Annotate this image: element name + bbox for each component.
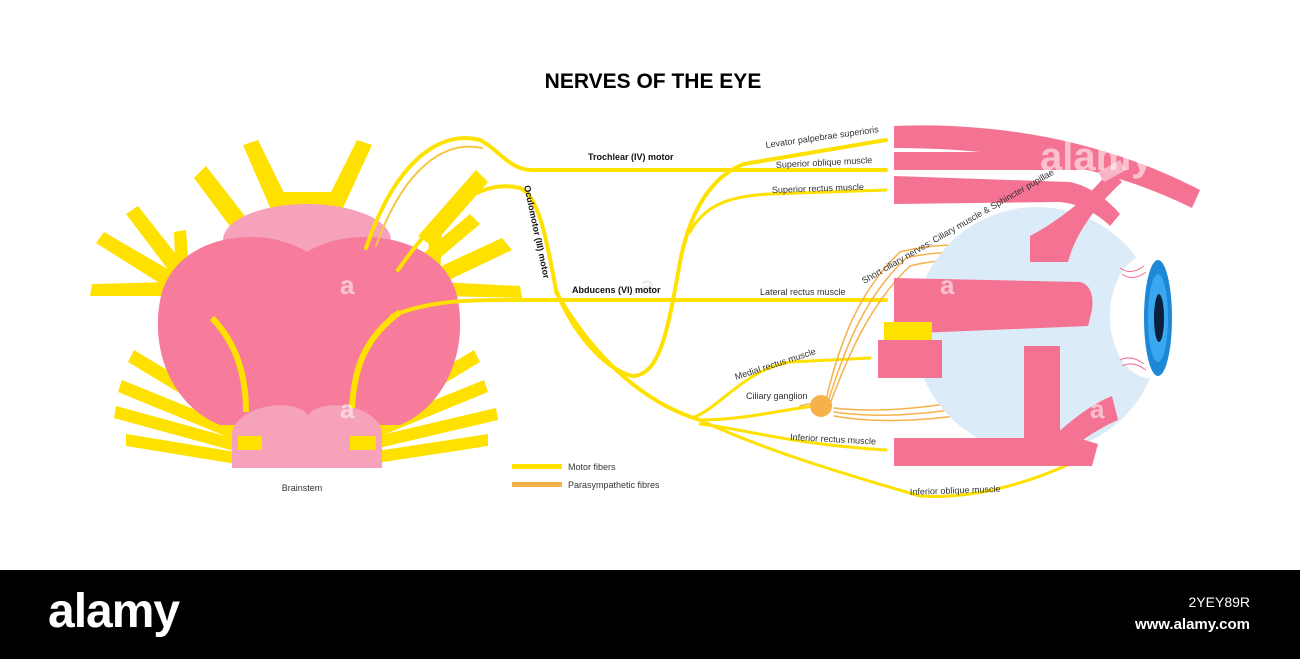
abducens-label: Abducens (VI) motor bbox=[572, 285, 661, 295]
legend-swatch-motor bbox=[512, 464, 562, 469]
superior-oblique-muscle bbox=[894, 152, 1090, 170]
superior-rectus-muscle bbox=[894, 176, 1120, 226]
oculomotor-label: Oculomotor (III) motor bbox=[522, 184, 552, 279]
optic-nerve-stub bbox=[884, 322, 932, 344]
brainstem-illustration bbox=[90, 140, 522, 468]
legend-swatch-parasympathetic bbox=[512, 482, 562, 487]
lateral-rectus-label: Lateral rectus muscle bbox=[760, 287, 846, 297]
medial-rectus-label: Medial rectus muscle bbox=[734, 346, 817, 382]
legend-label-motor: Motor fibers bbox=[568, 462, 616, 472]
trochlear-label: Trochlear (IV) motor bbox=[588, 152, 674, 162]
brainstem-label: Brainstem bbox=[282, 483, 323, 493]
stock-watermarks: alamy a a a a a bbox=[340, 135, 1154, 424]
svg-text:a: a bbox=[940, 270, 955, 300]
inferior-oblique-nerve bbox=[698, 418, 1076, 498]
svg-text:a: a bbox=[640, 270, 655, 300]
svg-text:a: a bbox=[340, 270, 355, 300]
footer-url-link[interactable]: www.alamy.com bbox=[1134, 616, 1250, 633]
inferior-rectus-label: Inferior rectus muscle bbox=[790, 432, 876, 446]
superior-oblique-tendon bbox=[1030, 170, 1122, 262]
inferior-oblique-muscle bbox=[1046, 396, 1118, 454]
medial-rectus-muscle bbox=[878, 340, 942, 378]
abducens-nerve bbox=[390, 298, 888, 318]
legend-label-parasympathetic: Parasympathetic fibres bbox=[568, 480, 660, 490]
svg-text:a: a bbox=[1090, 394, 1105, 424]
eyeball bbox=[914, 207, 1160, 453]
trochlear-nerve bbox=[364, 136, 888, 250]
levator-palpebrae-muscle bbox=[894, 125, 1200, 208]
oculomotor-nerve bbox=[396, 138, 888, 379]
pupil bbox=[1154, 294, 1164, 342]
nerve-pathways bbox=[364, 136, 1117, 498]
alamy-logo[interactable]: alamy bbox=[48, 585, 180, 638]
lateral-rectus-muscle bbox=[894, 278, 1093, 334]
brainstem-lower-lobes bbox=[232, 405, 382, 468]
ciliary-ganglion-label: Ciliary ganglion bbox=[746, 391, 808, 401]
brainstem-main-lobes bbox=[157, 236, 461, 425]
inferior-rectus-muscle bbox=[894, 346, 1098, 466]
eye-illustration bbox=[878, 125, 1200, 466]
svg-text:alamy: alamy bbox=[1040, 135, 1154, 179]
levator-label: Levator palpebrae superioris bbox=[765, 124, 880, 150]
svg-text:a: a bbox=[340, 394, 355, 424]
ciliary-ganglion bbox=[810, 395, 832, 417]
nerves-of-the-eye-diagram: NERVES OF THE EYE bbox=[90, 70, 1200, 498]
diagram-title: NERVES OF THE EYE bbox=[545, 70, 762, 93]
inferior-oblique-label: Inferior oblique muscle bbox=[910, 484, 1001, 497]
superior-rectus-label: Superior rectus muscle bbox=[772, 182, 864, 195]
stock-footer-bar: alamy 2YEY89R www.alamy.com bbox=[0, 570, 1300, 659]
image-id: 2YEY89R bbox=[1188, 594, 1250, 610]
legend: Motor fibers Parasympathetic fibres bbox=[512, 462, 660, 490]
